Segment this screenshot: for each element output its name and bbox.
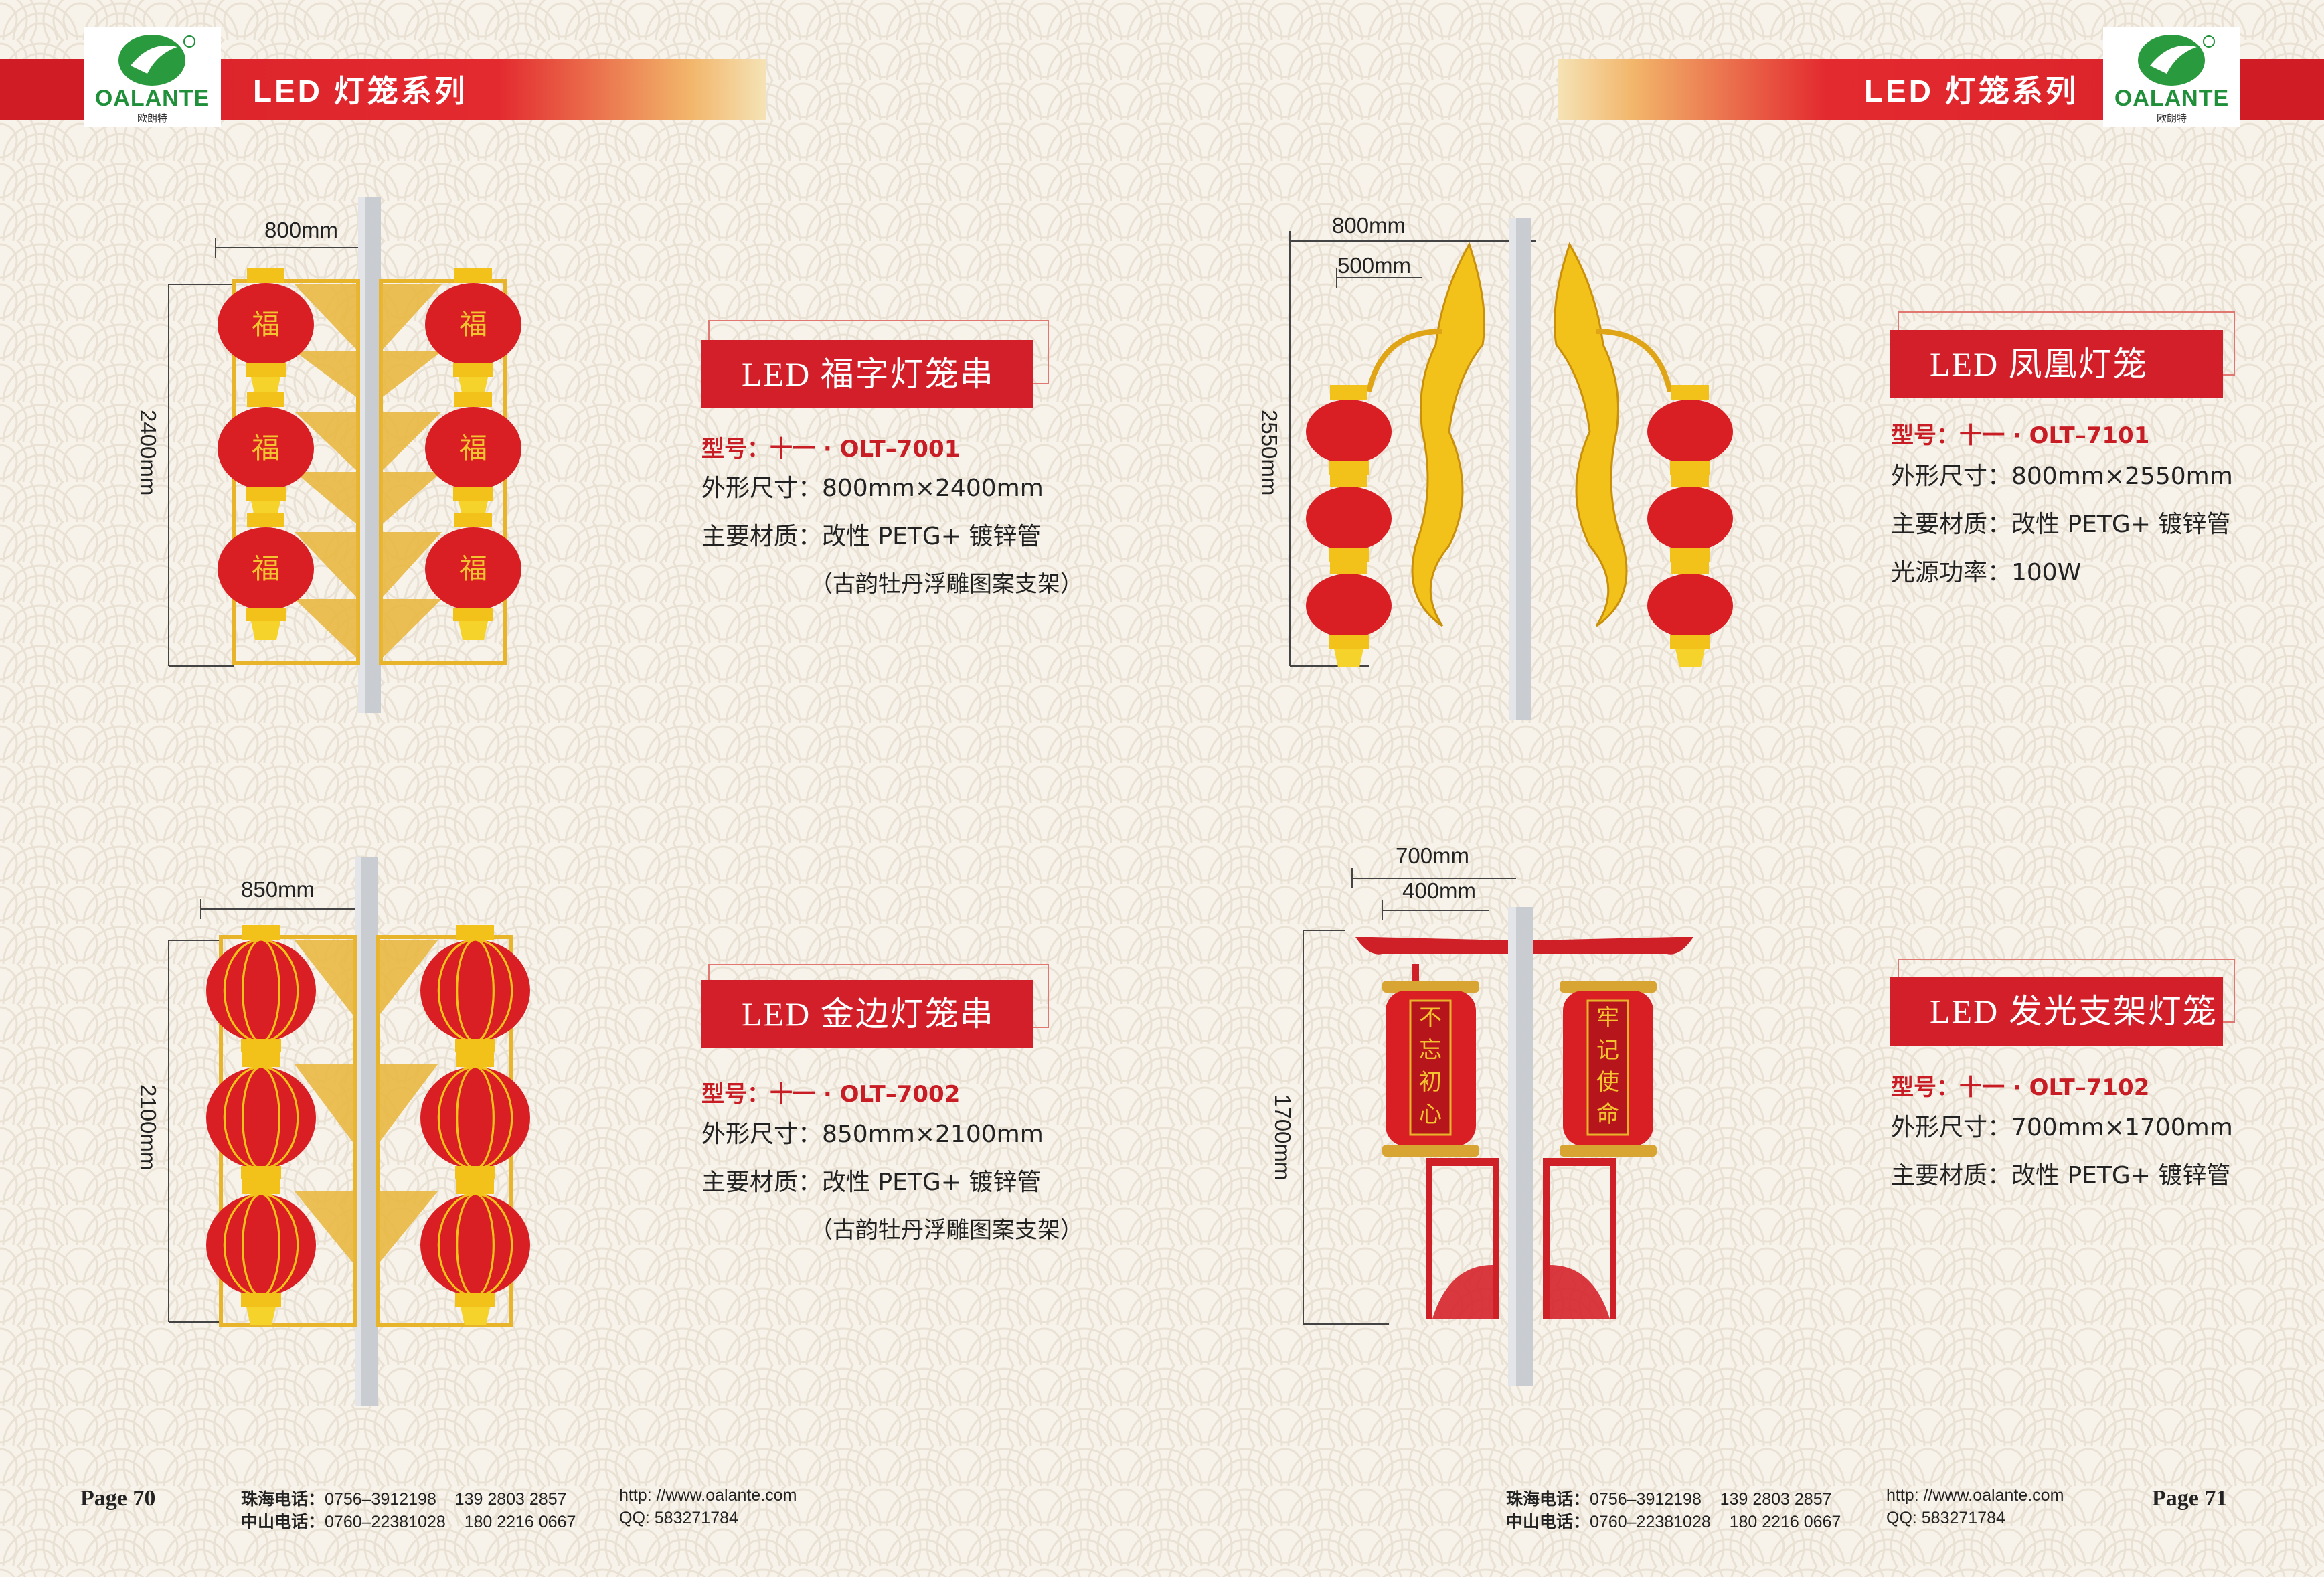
product-image-fu-lantern-string: 福福福福福福 [168, 197, 521, 713]
brand-subtitle: 欧朗特 [2156, 112, 2187, 124]
lantern-slogan-char: 不 [1419, 1005, 1442, 1031]
zhongshan-label: 中山电话： [1506, 1513, 1590, 1531]
product-size: 外形尺寸：850mm×2100mm [701, 1120, 1044, 1148]
zhuhai-label: 珠海电话： [1506, 1490, 1590, 1509]
zhongshan-tel: 0760–22381028 [325, 1513, 446, 1531]
product-title: LED 福字灯笼串 [701, 340, 1033, 408]
product-model: 型号：十一 · OLT–7002 [701, 1081, 961, 1108]
product-model: 型号：十一 · OLT–7102 [1891, 1074, 2150, 1101]
footer-contact-right-2: 中山电话：0760–22381028 180 2216 0667 [1506, 1509, 1841, 1533]
zhuhai-tel: 0756–3912198 [325, 1490, 436, 1509]
zhuhai-label: 珠海电话： [241, 1490, 325, 1509]
product-title: LED 发光支架灯笼 [1890, 977, 2223, 1046]
red-lantern [206, 1052, 316, 1198]
zhongshan-mobile: 180 2216 0667 [1729, 1513, 1841, 1531]
lantern-character: 福 [459, 552, 487, 585]
website-link[interactable]: http: //www.oalante.com [1886, 1486, 2064, 1505]
lantern-slogan-char: 记 [1596, 1037, 1619, 1064]
product-material: 主要材质：改性 PETG+ 镀锌管 [701, 523, 1042, 550]
qq-number: QQ: 583271784 [1886, 1509, 2005, 1527]
lantern-character: 福 [252, 432, 280, 465]
product-image-gold-edge-lantern-string [168, 857, 530, 1406]
footer-contact-right: 珠海电话：0756–3912198 139 2803 2857 [1506, 1486, 1832, 1510]
qq-number: QQ: 583271784 [619, 1509, 738, 1527]
dimension-height: 2550mm [1257, 410, 1282, 496]
red-lantern [420, 1179, 530, 1325]
lantern-slogan-char: 心 [1419, 1101, 1442, 1128]
lantern-slogan-char: 使 [1596, 1069, 1619, 1096]
brand-logo-left: OALANTE 欧朗特 [84, 27, 221, 127]
cylinder-lantern-right [1560, 981, 1657, 1157]
red-lantern [420, 1052, 530, 1198]
zhuhai-mobile: 139 2803 2857 [454, 1490, 567, 1509]
product-title: LED 凤凰灯笼 [1890, 330, 2223, 398]
website-link[interactable]: http: //www.oalante.com [619, 1486, 797, 1505]
lantern-character: 福 [252, 552, 280, 585]
lantern-character: 福 [252, 308, 280, 341]
red-lantern: 福 [218, 392, 314, 519]
dimension-width: 800mm [1332, 213, 1406, 238]
red-lantern [420, 925, 530, 1071]
cylinder-lantern-left [1382, 964, 1479, 1157]
red-lantern: 福 [425, 513, 521, 640]
red-lantern [1647, 559, 1733, 667]
brand-subtitle: 欧朗特 [137, 112, 167, 124]
product-material: 主要材质：改性 PETG+ 镀锌管 [701, 1169, 1042, 1196]
series-title-left: LED 灯笼系列 [253, 74, 468, 108]
zhongshan-label: 中山电话： [241, 1513, 325, 1531]
footer-contact-left: 珠海电话：0756–3912198 139 2803 2857 [241, 1486, 567, 1510]
zhuhai-tel: 0756–3912198 [1590, 1490, 1702, 1509]
red-lantern: 福 [218, 513, 314, 640]
zhuhai-mobile: 139 2803 2857 [1720, 1490, 1832, 1509]
product-size: 外形尺寸：800mm×2550mm [1891, 463, 2233, 490]
dimension-height: 1700mm [1270, 1094, 1295, 1181]
dimension-width: 850mm [241, 877, 315, 902]
product-note: （古韵牡丹浮雕图案支架） [810, 571, 1083, 598]
green-leaf-logo-icon [118, 35, 195, 86]
dimension-width: 700mm [1396, 843, 1470, 868]
dimension-width-inner: 500mm [1337, 253, 1412, 278]
dimension-width-inner: 400mm [1402, 878, 1477, 903]
product-note: （古韵牡丹浮雕图案支架） [810, 1217, 1083, 1244]
product-image-phoenix-lantern [1289, 218, 1733, 720]
lantern-slogan-char: 命 [1596, 1101, 1619, 1128]
product-material: 主要材质：改性 PETG+ 镀锌管 [1891, 1162, 2231, 1189]
green-leaf-logo-icon [2138, 35, 2215, 86]
footer-contact-left-2: 中山电话：0760–22381028 180 2216 0667 [241, 1509, 576, 1533]
product-size: 外形尺寸：700mm×1700mm [1891, 1114, 2233, 1141]
lantern-slogan-char: 初 [1419, 1069, 1442, 1096]
lantern-character: 福 [459, 432, 487, 465]
zhongshan-mobile: 180 2216 0667 [464, 1513, 576, 1531]
dimension-height: 2100mm [136, 1084, 161, 1171]
series-title-right: LED 灯笼系列 [1864, 74, 2079, 108]
lantern-slogan-char: 牢 [1596, 1005, 1619, 1031]
dimension-width: 800mm [264, 218, 339, 242]
zhongshan-tel: 0760–22381028 [1590, 1513, 1711, 1531]
lantern-character: 福 [459, 308, 487, 341]
lantern-slogan-char: 忘 [1419, 1037, 1442, 1064]
red-lantern: 福 [425, 268, 521, 396]
dimension-height: 2400mm [136, 410, 161, 496]
brand-name: OALANTE [2114, 86, 2230, 111]
brand-name: OALANTE [94, 86, 210, 111]
product-model: 型号：十一 · OLT–7001 [701, 436, 961, 463]
product-title: LED 金边灯笼串 [701, 980, 1033, 1048]
product-material: 主要材质：改性 PETG+ 镀锌管 [1891, 511, 2231, 538]
product-power: 光源功率：100W [1891, 559, 2082, 586]
page-number-right: Page 71 [2152, 1486, 2228, 1511]
product-model: 型号：十一 · OLT–7101 [1891, 422, 2150, 449]
red-lantern: 福 [425, 392, 521, 519]
red-lantern: 福 [218, 268, 314, 396]
page-number-left: Page 70 [80, 1486, 156, 1511]
brand-logo-right: OALANTE 欧朗特 [2103, 27, 2240, 127]
product-size: 外形尺寸：800mm×2400mm [701, 475, 1044, 502]
red-lantern [1306, 559, 1392, 667]
red-lantern [206, 1179, 316, 1325]
